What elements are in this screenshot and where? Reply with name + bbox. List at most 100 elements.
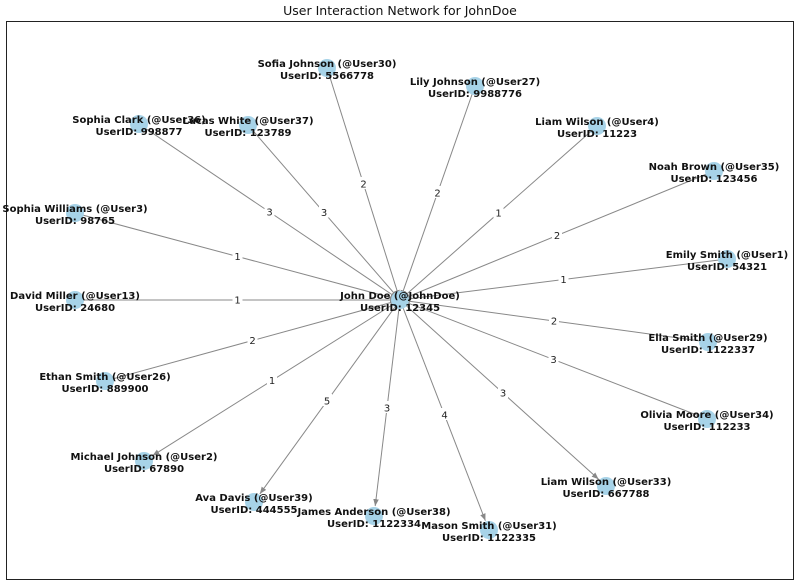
node-name: Mason Smith (@User31) — [421, 521, 556, 532]
node-userid: UserID: 9988776 — [428, 89, 522, 100]
edge-weight-label: 2 — [434, 189, 440, 200]
node-name: Ella Smith (@User29) — [648, 333, 767, 344]
node-label-12: Ethan Smith (@User26)UserID: 889900 — [39, 372, 170, 395]
node-label-13: David Miller (@User13)UserID: 24680 — [10, 291, 140, 314]
edge-weight-bg — [319, 205, 329, 218]
node-userid: UserID: 24680 — [35, 303, 115, 314]
node-label-3: Noah Brown (@User35)UserID: 123456 — [649, 162, 780, 185]
node-label-0: Sofia Johnson (@User30)UserID: 5566778 — [258, 59, 397, 82]
node-label-1: Lily Johnson (@User27)UserID: 9988776 — [410, 77, 540, 100]
node-circle — [597, 477, 615, 495]
node-userid: UserID: 667788 — [562, 489, 649, 500]
edge-weight-bg — [548, 352, 559, 365]
node-userid: UserID: 123456 — [670, 174, 757, 185]
node-name: Lily Johnson (@User27) — [410, 77, 540, 88]
node-name: Michael Johnson (@User2) — [70, 452, 217, 463]
node-circle — [96, 372, 114, 390]
edge-weight-label: 1 — [269, 376, 275, 387]
plot-frame — [6, 21, 794, 580]
center-node-circle — [391, 291, 409, 309]
edge-weight-bg — [493, 206, 504, 218]
edge-weight-label: 3 — [550, 355, 556, 366]
node-userid: UserID: 112233 — [663, 422, 750, 433]
node-name: Sophia Williams (@User3) — [2, 204, 147, 215]
node-label-center: John Doe (@JohnDoe)UserID: 12345 — [339, 291, 460, 314]
node-circle — [480, 521, 498, 539]
node-label-6: Olivia Moore (@User34)UserID: 112233 — [640, 410, 773, 433]
node-circle — [466, 77, 484, 95]
node-label-2: Liam Wilson (@User4)UserID: 11223 — [535, 117, 659, 140]
edge-weight-label: 5 — [324, 397, 330, 408]
edge-weight-bg — [267, 373, 277, 386]
nodes-layer — [66, 59, 736, 539]
node-name: Ava Davis (@User39) — [195, 493, 312, 504]
node-userid: UserID: 54321 — [687, 262, 767, 273]
node-name: James Anderson (@User38) — [296, 507, 450, 518]
node-label-10: Ava Davis (@User39)UserID: 444555 — [195, 493, 312, 516]
node-userid: UserID: 5566778 — [280, 71, 374, 82]
node-userid: UserID: 998877 — [95, 127, 182, 138]
edge-weight-bg — [382, 401, 392, 413]
edge-weight-bg — [498, 386, 508, 398]
edge-weight-bg — [247, 333, 258, 346]
node-circle — [239, 116, 257, 134]
edge-weight-label: 1 — [495, 209, 501, 220]
chart-title: User Interaction Network for JohnDoe — [283, 3, 517, 18]
node-userid: UserID: 1122334 — [327, 519, 421, 530]
edge-weight-label: 2 — [554, 231, 560, 242]
node-userid: UserID: 123789 — [204, 128, 291, 139]
node-name: Liam Wilson (@User33) — [541, 477, 672, 488]
edge-weight-label: 1 — [560, 275, 566, 286]
edge-weight-label: 3 — [266, 208, 272, 219]
edge-weight-bg — [232, 293, 243, 305]
node-circle — [318, 59, 336, 77]
node-label-4: Emily Smith (@User1)UserID: 54321 — [666, 250, 788, 273]
edge-weight-bg — [552, 228, 562, 241]
edge-weight-label: 4 — [441, 411, 447, 422]
node-circle — [130, 115, 148, 133]
edge-weight-bg — [549, 314, 559, 326]
node-userid: UserID: 1122335 — [442, 533, 536, 544]
node-label-8: Mason Smith (@User31)UserID: 1122335 — [421, 521, 556, 544]
node-circle — [245, 493, 263, 511]
node-userid: UserID: 12345 — [360, 303, 440, 314]
node-circle — [66, 204, 84, 222]
node-label-7: Liam Wilson (@User33)UserID: 667788 — [541, 477, 672, 500]
node-name: Noah Brown (@User35) — [649, 162, 780, 173]
node-name: John Doe (@JohnDoe) — [339, 291, 460, 302]
edge-weight-label: 3 — [500, 389, 506, 400]
node-name: Olivia Moore (@User34) — [640, 410, 773, 421]
edge-weight-bg — [322, 394, 332, 406]
node-circle — [135, 452, 153, 470]
node-userid: UserID: 11223 — [557, 129, 637, 140]
edge-weight-bg — [264, 205, 275, 217]
node-label-16: Lucas White (@User37)UserID: 123789 — [182, 116, 313, 139]
edge-weight-label: 1 — [234, 296, 240, 307]
node-name: Ethan Smith (@User26) — [39, 372, 170, 383]
edge-weight-label: 3 — [384, 404, 390, 415]
node-userid: UserID: 98765 — [35, 216, 115, 227]
node-circle — [66, 291, 84, 309]
node-label-14: Sophia Williams (@User3)UserID: 98765 — [2, 204, 147, 227]
node-circle — [588, 117, 606, 135]
node-label-5: Ella Smith (@User29)UserID: 1122337 — [648, 333, 767, 356]
node-circle — [698, 410, 716, 428]
node-userid: UserID: 444555 — [210, 505, 297, 516]
node-userid: UserID: 1122337 — [661, 345, 755, 356]
node-circle — [705, 162, 723, 180]
labels-layer: 2 Sofia Johnson (@User30)UserID: 5566778 2… — [2, 59, 788, 544]
node-userid: UserID: 889900 — [61, 384, 148, 395]
edge-weight-bg — [558, 272, 569, 285]
edge-weight-bg — [358, 177, 369, 189]
edge-weight-bg — [232, 249, 243, 262]
node-circle — [699, 333, 717, 351]
edge-weight-label: 1 — [234, 252, 240, 263]
edge-weight-label: 2 — [249, 336, 255, 347]
node-label-11: Michael Johnson (@User2)UserID: 67890 — [70, 452, 217, 475]
edge-weight-bg — [439, 408, 450, 420]
node-name: Lucas White (@User37) — [182, 116, 313, 127]
node-name: Liam Wilson (@User4) — [535, 117, 659, 128]
node-name: Sofia Johnson (@User30) — [258, 59, 397, 70]
node-circle — [718, 250, 736, 268]
